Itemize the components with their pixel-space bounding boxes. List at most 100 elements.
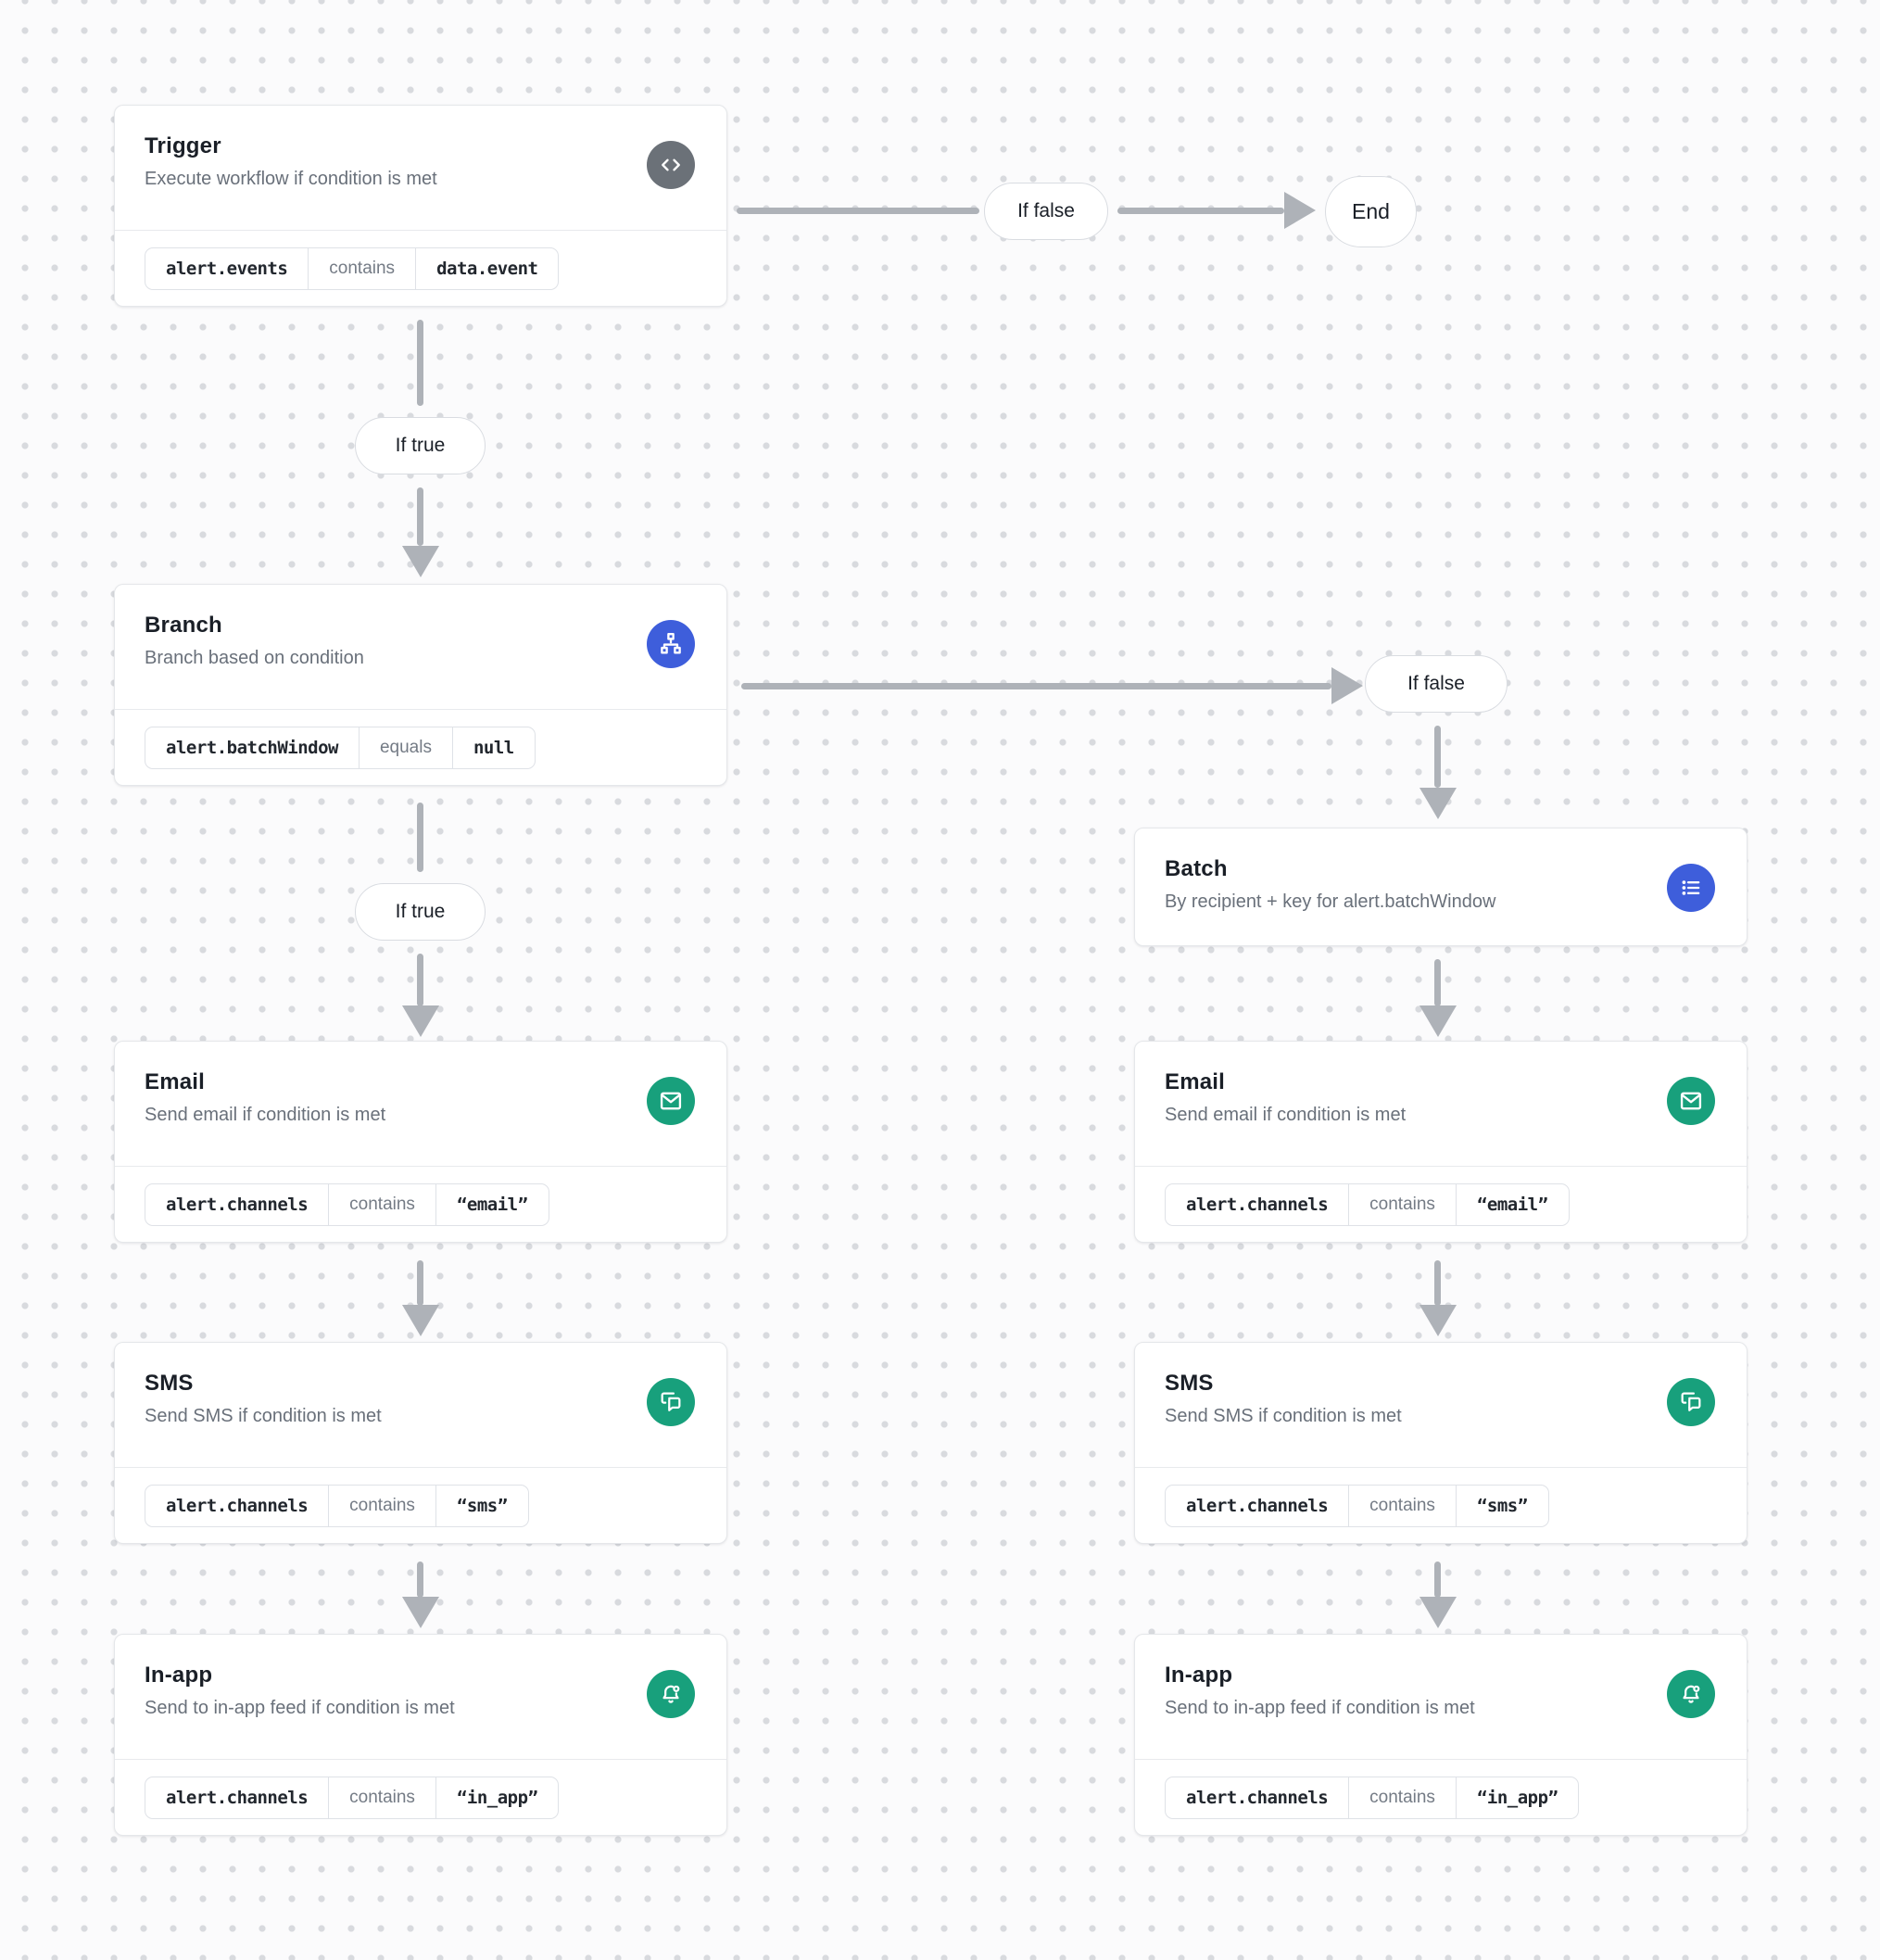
condition-chip: alert.channels contains “sms”	[1165, 1485, 1549, 1527]
condition-operator: contains	[328, 1184, 435, 1225]
edge-branch-to-if-true	[417, 803, 423, 872]
email-node-left[interactable]: Email Send email if condition is met ale…	[114, 1041, 727, 1243]
arrowhead-to-email-right	[1419, 1005, 1457, 1037]
sms-condition-row: alert.channels contains “sms”	[1135, 1467, 1747, 1544]
condition-chip: alert.channels contains “email”	[1165, 1183, 1570, 1226]
node-subtitle: Send email if condition is met	[1165, 1105, 1407, 1125]
branch-condition-row: alert.batchWindow equals null	[115, 709, 726, 786]
condition-operator: equals	[358, 727, 452, 768]
condition-value: “sms”	[435, 1486, 528, 1526]
node-subtitle: Send to in-app feed if condition is met	[145, 1698, 455, 1718]
sitemap-icon	[647, 620, 695, 668]
list-icon	[1667, 864, 1715, 912]
sms-node-right[interactable]: SMS Send SMS if condition is met alert.c…	[1134, 1342, 1748, 1544]
condition-value: “in_app”	[435, 1777, 559, 1818]
email-node-right[interactable]: Email Send email if condition is met ale…	[1134, 1041, 1748, 1243]
edge-email-to-sms-right	[1434, 1260, 1441, 1306]
edge-batch-to-email-right	[1434, 959, 1441, 1006]
envelope-icon	[647, 1077, 695, 1125]
email-condition-row: alert.channels contains “email”	[115, 1166, 726, 1243]
sms-node-header: SMS Send SMS if condition is met	[1135, 1343, 1747, 1467]
node-subtitle: Send email if condition is met	[145, 1105, 386, 1125]
bell-feed-icon	[647, 1670, 695, 1718]
arrowhead-to-inapp-right	[1419, 1597, 1457, 1628]
arrowhead-to-batch	[1419, 788, 1457, 819]
edge-email-to-sms-left	[417, 1260, 423, 1306]
chat-bubbles-icon	[1667, 1378, 1715, 1426]
condition-value: null	[451, 727, 535, 768]
node-subtitle: Branch based on condition	[145, 648, 364, 668]
condition-chip: alert.channels contains “in_app”	[1165, 1777, 1580, 1819]
sms-condition-row: alert.channels contains “sms”	[115, 1467, 726, 1544]
node-subtitle: By recipient + key for alert.batchWindow	[1165, 891, 1496, 912]
arrowhead-to-if-false	[1331, 667, 1363, 704]
condition-field: alert.channels	[1186, 1195, 1329, 1215]
condition-field: alert.channels	[166, 1788, 309, 1808]
node-title: SMS	[1165, 1371, 1214, 1396]
condition-value: “sms”	[1455, 1486, 1548, 1526]
condition-chip: alert.batchWindow equals null	[145, 727, 536, 769]
condition-value: “email”	[1455, 1184, 1569, 1225]
batch-node-header: Batch By recipient + key for alert.batch…	[1135, 828, 1747, 947]
edge-label-if-true-branch: If true	[355, 883, 486, 941]
inapp-node-header: In-app Send to in-app feed if condition …	[115, 1635, 726, 1759]
node-title: Email	[145, 1069, 206, 1094]
node-title: Batch	[1165, 856, 1228, 881]
arrowhead-to-sms-right	[1419, 1305, 1457, 1336]
trigger-node[interactable]: Trigger Execute workflow if condition is…	[114, 105, 727, 307]
condition-operator: contains	[328, 1486, 435, 1526]
condition-chip: alert.channels contains “email”	[145, 1183, 549, 1226]
condition-field: alert.events	[166, 259, 288, 279]
email-condition-row: alert.channels contains “email”	[1135, 1166, 1747, 1243]
condition-operator: contains	[1348, 1184, 1456, 1225]
node-subtitle: Send to in-app feed if condition is met	[1165, 1698, 1475, 1718]
node-title: Branch	[145, 613, 222, 638]
email-node-header: Email Send email if condition is met	[1135, 1042, 1747, 1166]
branch-node-header: Branch Branch based on condition	[115, 585, 726, 709]
condition-value: “email”	[435, 1184, 549, 1225]
branch-node[interactable]: Branch Branch based on condition alert.b…	[114, 584, 727, 786]
inapp-node-right[interactable]: In-app Send to in-app feed if condition …	[1134, 1634, 1748, 1836]
condition-chip: alert.channels contains “sms”	[145, 1485, 529, 1527]
edge-label-if-true-trigger: If true	[355, 417, 486, 474]
edge-label-if-false-branch: If false	[1365, 655, 1508, 713]
node-subtitle: Execute workflow if condition is met	[145, 169, 437, 189]
inapp-node-left[interactable]: In-app Send to in-app feed if condition …	[114, 1634, 727, 1836]
node-subtitle: Send SMS if condition is met	[1165, 1406, 1402, 1426]
arrowhead-to-end	[1284, 192, 1316, 229]
condition-value: data.event	[415, 248, 558, 289]
condition-operator: contains	[1348, 1486, 1456, 1526]
condition-operator: contains	[1348, 1777, 1456, 1818]
arrowhead-to-sms-left	[402, 1305, 439, 1336]
trigger-condition-row: alert.events contains data.event	[115, 230, 726, 307]
condition-value: “in_app”	[1455, 1777, 1579, 1818]
edge-if-true-to-branch	[417, 487, 423, 546]
envelope-icon	[1667, 1077, 1715, 1125]
inapp-node-header: In-app Send to in-app feed if condition …	[1135, 1635, 1747, 1759]
bell-feed-icon	[1667, 1670, 1715, 1718]
condition-field: alert.channels	[1186, 1788, 1329, 1808]
node-title: In-app	[145, 1663, 213, 1688]
inapp-condition-row: alert.channels contains “in_app”	[115, 1759, 726, 1836]
edge-if-true-to-email-left	[417, 954, 423, 1006]
edge-if-false-to-batch	[1434, 726, 1441, 788]
arrowhead-to-email-left	[402, 1005, 439, 1037]
node-title: SMS	[145, 1371, 194, 1396]
edge-trigger-to-if-false	[737, 208, 979, 214]
chat-bubbles-icon	[647, 1378, 695, 1426]
sms-node-header: SMS Send SMS if condition is met	[115, 1343, 726, 1467]
trigger-node-header: Trigger Execute workflow if condition is…	[115, 106, 726, 230]
node-title: Trigger	[145, 133, 221, 158]
email-node-header: Email Send email if condition is met	[115, 1042, 726, 1166]
code-icon	[647, 141, 695, 189]
edge-sms-to-inapp-right	[1434, 1562, 1441, 1598]
arrowhead-to-branch	[402, 546, 439, 577]
condition-operator: contains	[308, 248, 415, 289]
batch-node[interactable]: Batch By recipient + key for alert.batch…	[1134, 828, 1748, 946]
condition-field: alert.batchWindow	[166, 738, 338, 758]
condition-chip: alert.events contains data.event	[145, 247, 560, 290]
edge-if-false-to-end	[1117, 208, 1284, 214]
inapp-condition-row: alert.channels contains “in_app”	[1135, 1759, 1747, 1836]
sms-node-left[interactable]: SMS Send SMS if condition is met alert.c…	[114, 1342, 727, 1544]
edge-label-if-false-trigger: If false	[984, 183, 1108, 240]
